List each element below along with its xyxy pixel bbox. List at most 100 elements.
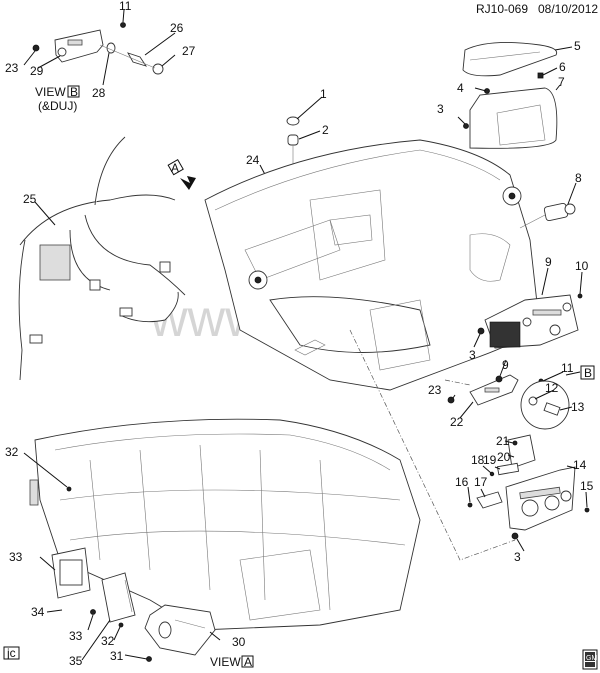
diagram-id: RJ10-069 [476,2,528,16]
bezel-slot [67,39,83,46]
view-b-letter: B [70,85,78,99]
sensor-part-2 [287,134,299,146]
callout-label: 20 [497,450,511,464]
instrument-cluster-hood [462,41,558,149]
screw-part-31 [146,656,152,662]
callout-label: 11 [119,0,132,13]
bezel-assembly [447,374,570,430]
bezel-bracket-part [54,29,104,63]
cluster-housing-part-7 [469,87,558,149]
callout-label: 2 [322,123,329,137]
callout-label: 33 [69,629,83,643]
clip-part-29 [57,47,67,57]
callout-label: 24 [246,153,260,167]
callout-label: 25 [23,192,37,206]
clip-part-23 [447,396,455,404]
screw-part-10 [577,293,583,299]
cluster-trim-cover-part-5 [462,41,558,77]
callout-label: 18 [471,453,485,467]
corner-tag-box [3,646,20,660]
radio-chassis [489,321,521,348]
view-a-letter-box [241,655,254,668]
socket-part-13 [543,402,561,416]
cap-part-27 [152,63,164,75]
cover-part-1 [286,116,300,126]
callout-label: 26 [170,21,184,35]
clip-part-23 [32,44,40,52]
center-bracket [369,299,431,371]
center-stack-frame [309,189,386,281]
callout-label: 12 [545,381,559,395]
callout-label: 13 [571,400,585,414]
screw-part-3 [477,327,485,335]
screw-part-11 [120,22,126,28]
corner-tag: jc [6,646,16,660]
callout-label: 27 [182,44,196,58]
bracket-part-17 [476,491,503,509]
screw-part-32 [66,486,72,492]
detail-circle-b [520,380,570,430]
callout-label: 30 [232,635,246,649]
screw-part-16 [467,502,473,508]
direction-arrow-icon [180,176,196,190]
callout-label: 3 [469,348,476,362]
bracket-part-33 [59,559,83,586]
callout-label: 34 [31,605,45,619]
callout-label: 3 [514,550,521,564]
callout-label: 31 [110,649,124,663]
control-module-part-35 [101,572,136,623]
diagram-date: 08/10/2012 [538,2,598,16]
harness-connector [159,261,171,273]
callout-label: 32 [101,634,115,648]
body-control-module [51,547,136,628]
view-b-note: (&DUJ) [38,99,77,113]
callout-label: 14 [573,458,587,472]
socket-part-26 [127,52,148,67]
callout-label: 7 [558,75,565,89]
glove-box [269,296,431,353]
screw-part-32 [118,622,124,628]
bushing-part-28 [106,42,116,54]
carrier-end-bracket [29,479,39,506]
callout-label: 1 [320,87,327,101]
arrow-a-letter-box [167,158,184,176]
callout-label: 11 [561,361,574,375]
screw-part-21 [512,440,518,446]
callout-label: 32 [5,445,19,459]
radio-control-part-9 [477,293,583,349]
callout-label: 23 [5,61,19,75]
harness-connector [119,307,133,317]
callout-b-letter: B [584,366,592,380]
fuse-block [39,244,71,281]
callout-label: 5 [574,39,581,53]
hvac-control-panel-part-14 [505,466,576,531]
callout-label: 8 [575,171,582,185]
callout-label: 28 [92,86,106,100]
callout-label: 23 [428,383,442,397]
callout-label: 22 [450,415,464,429]
nut-part-33 [90,609,96,615]
gm-logo-icon: GM [582,649,598,670]
callout-label: 35 [69,654,83,668]
right-storage-pocket [469,233,511,282]
instrument-panel-carrier [29,418,421,631]
view-a-caption: VIEW [210,655,241,669]
screw-part-3 [463,123,469,129]
headlamp-switch-part-8 [543,202,576,222]
callout-label: 19 [483,453,497,467]
view-b-caption: VIEW [35,85,66,99]
hvac-control-assembly [467,434,590,540]
callout-label: 6 [559,60,566,74]
callout-label: 21 [496,434,510,448]
harness-connector [29,334,43,344]
bracket-part-19 [496,462,520,476]
cluster-opening [244,219,341,281]
callout-label: 3 [437,102,444,116]
arrow-a-letter: A [171,161,179,175]
view-b-letter-box [67,85,80,98]
harness-connector [89,279,101,291]
callout-label: 4 [457,81,464,95]
screw-part-18 [489,471,495,477]
callout-label: 33 [9,550,23,564]
